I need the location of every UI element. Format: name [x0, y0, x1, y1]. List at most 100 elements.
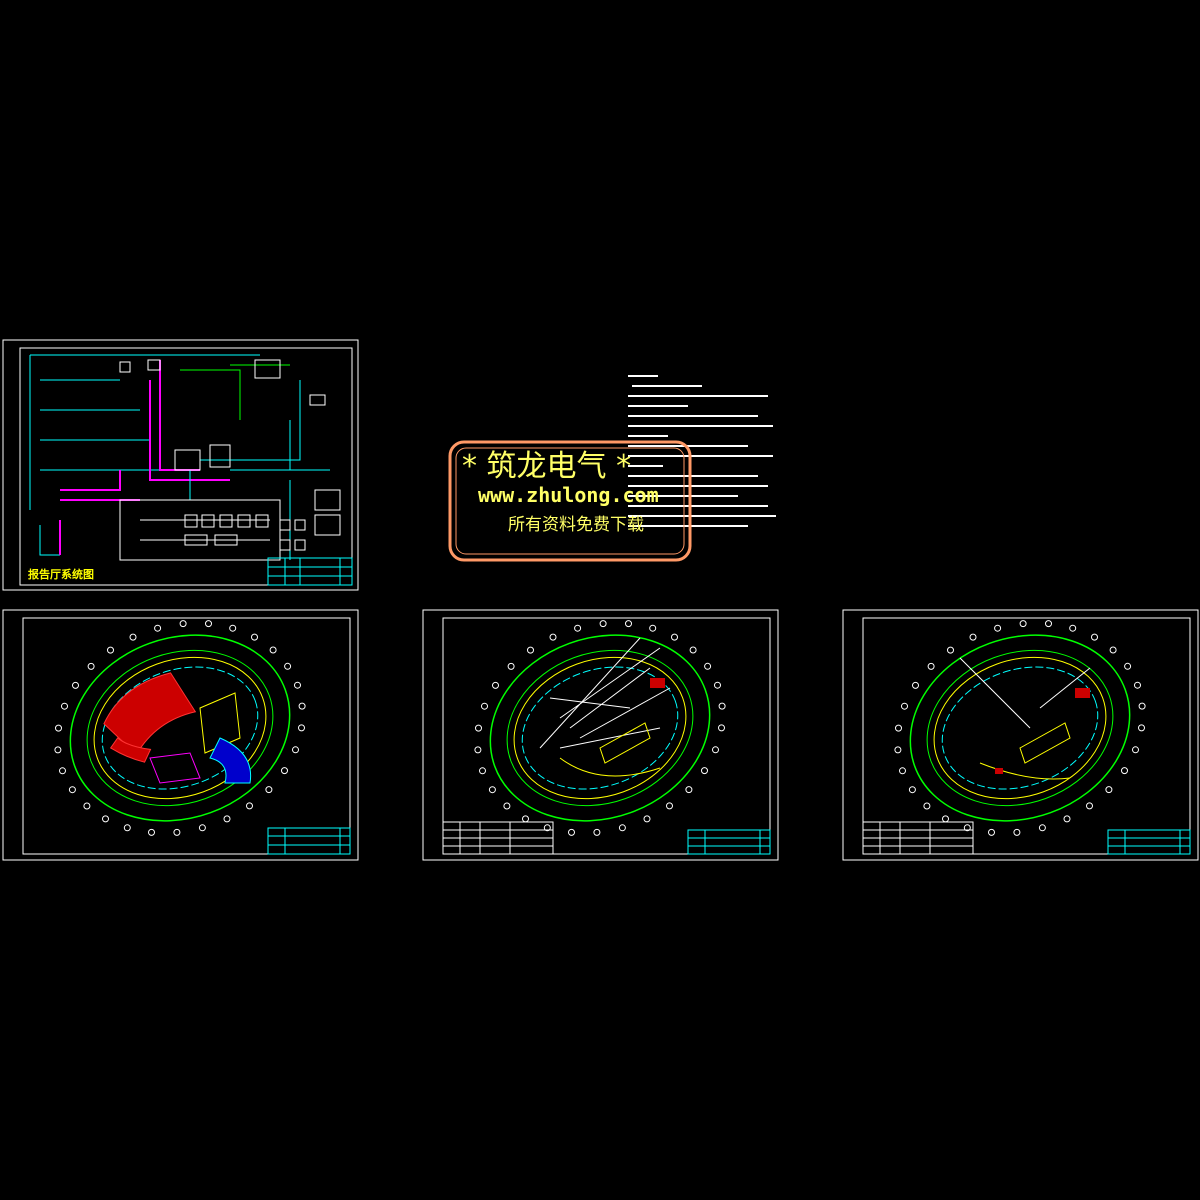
- column-grid-markers: [54, 620, 1146, 836]
- system-devices: [119, 359, 341, 551]
- grid-marker: [83, 802, 91, 810]
- grid-marker: [246, 802, 253, 810]
- grid-marker: [593, 828, 601, 836]
- system-diagram-title: 报告厅系统图: [28, 567, 94, 581]
- watermark-slogan: 所有资料免费下载: [508, 515, 644, 535]
- grid-marker: [229, 624, 237, 632]
- grid-marker: [1013, 828, 1021, 836]
- grid-marker: [1091, 633, 1098, 641]
- grid-marker: [895, 724, 902, 732]
- grid-marker: [179, 620, 187, 628]
- grid-marker: [1134, 681, 1141, 689]
- floor-plan-equipment-sheet: [842, 609, 1199, 861]
- grid-marker: [1045, 620, 1052, 628]
- grid-marker: [1069, 624, 1077, 632]
- grid-marker: [474, 746, 482, 754]
- grid-marker: [198, 824, 206, 832]
- grid-marker: [281, 767, 288, 775]
- grid-marker: [492, 681, 499, 689]
- seating-area: [103, 672, 197, 763]
- grid-marker: [294, 681, 301, 689]
- grid-marker: [292, 746, 299, 754]
- grid-marker: [543, 824, 551, 832]
- grid-marker: [265, 786, 273, 794]
- grid-marker: [284, 662, 292, 670]
- grid-marker: [59, 767, 66, 775]
- grid-marker: [55, 724, 62, 732]
- grid-marker: [689, 646, 697, 654]
- grid-marker: [718, 724, 725, 732]
- grid-marker: [643, 815, 651, 823]
- grid-marker: [671, 633, 678, 641]
- grid-marker: [969, 633, 977, 641]
- grid-marker: [704, 662, 712, 670]
- grid-marker: [87, 662, 95, 670]
- grid-marker: [574, 624, 582, 632]
- grid-marker: [927, 662, 935, 670]
- grid-marker: [947, 646, 954, 654]
- grid-marker: [712, 746, 719, 754]
- grid-marker: [963, 824, 971, 832]
- grid-marker: [625, 620, 632, 628]
- grid-marker: [599, 620, 607, 628]
- grid-marker: [68, 786, 76, 794]
- system-diagram-sheet: 报告厅系统图: [2, 339, 359, 591]
- grid-marker: [475, 724, 482, 732]
- floor-plan-seating-sheet: [2, 609, 359, 861]
- grid-marker: [148, 828, 155, 836]
- grid-marker: [685, 786, 693, 794]
- grid-marker: [527, 646, 534, 654]
- grid-marker: [1138, 724, 1145, 732]
- grid-marker: [251, 633, 258, 641]
- grid-marker: [942, 815, 949, 823]
- grid-marker: [298, 702, 306, 710]
- grid-marker: [269, 646, 277, 654]
- grid-marker: [549, 633, 557, 641]
- watermark: * 筑龙电气 * www.zhulong.com 所有资料免费下载: [448, 440, 692, 562]
- grid-marker: [1132, 746, 1139, 754]
- grid-marker: [899, 767, 906, 775]
- grid-marker: [298, 724, 305, 732]
- grid-marker: [1019, 620, 1027, 628]
- grid-marker: [522, 815, 529, 823]
- grid-marker: [649, 624, 657, 632]
- grid-marker: [173, 828, 181, 836]
- grid-marker: [568, 828, 575, 836]
- grid-marker: [1109, 646, 1117, 654]
- system-wiring: [29, 354, 330, 561]
- grid-marker: [205, 620, 212, 628]
- grid-marker: [1105, 786, 1113, 794]
- grid-marker: [479, 767, 486, 775]
- grid-marker: [488, 786, 496, 794]
- grid-marker: [894, 746, 902, 754]
- grid-marker: [988, 828, 995, 836]
- grid-marker: [923, 802, 931, 810]
- grid-marker: [54, 746, 62, 754]
- grid-marker: [507, 662, 515, 670]
- floor-plan-wiring-sheet: [422, 609, 779, 861]
- grid-marker: [908, 786, 916, 794]
- grid-marker: [1124, 662, 1132, 670]
- system-title-block: [267, 557, 353, 586]
- grid-marker: [1063, 815, 1071, 823]
- grid-marker: [481, 702, 488, 710]
- grid-marker: [666, 802, 673, 810]
- grid-marker: [129, 633, 137, 641]
- grid-marker: [503, 802, 511, 810]
- grid-marker: [901, 702, 908, 710]
- grid-marker: [123, 824, 131, 832]
- grid-marker: [61, 702, 68, 710]
- grid-marker: [1086, 802, 1093, 810]
- grid-marker: [1038, 824, 1046, 832]
- grid-marker: [618, 824, 626, 832]
- grid-marker: [701, 767, 708, 775]
- grid-marker: [1121, 767, 1128, 775]
- grid-marker: [72, 681, 79, 689]
- grid-marker: [223, 815, 231, 823]
- grid-marker: [718, 702, 726, 710]
- watermark-url: www.zhulong.com: [478, 483, 659, 507]
- watermark-brand: * 筑龙电气 *: [462, 449, 631, 484]
- grid-marker: [1138, 702, 1146, 710]
- grid-marker: [912, 681, 919, 689]
